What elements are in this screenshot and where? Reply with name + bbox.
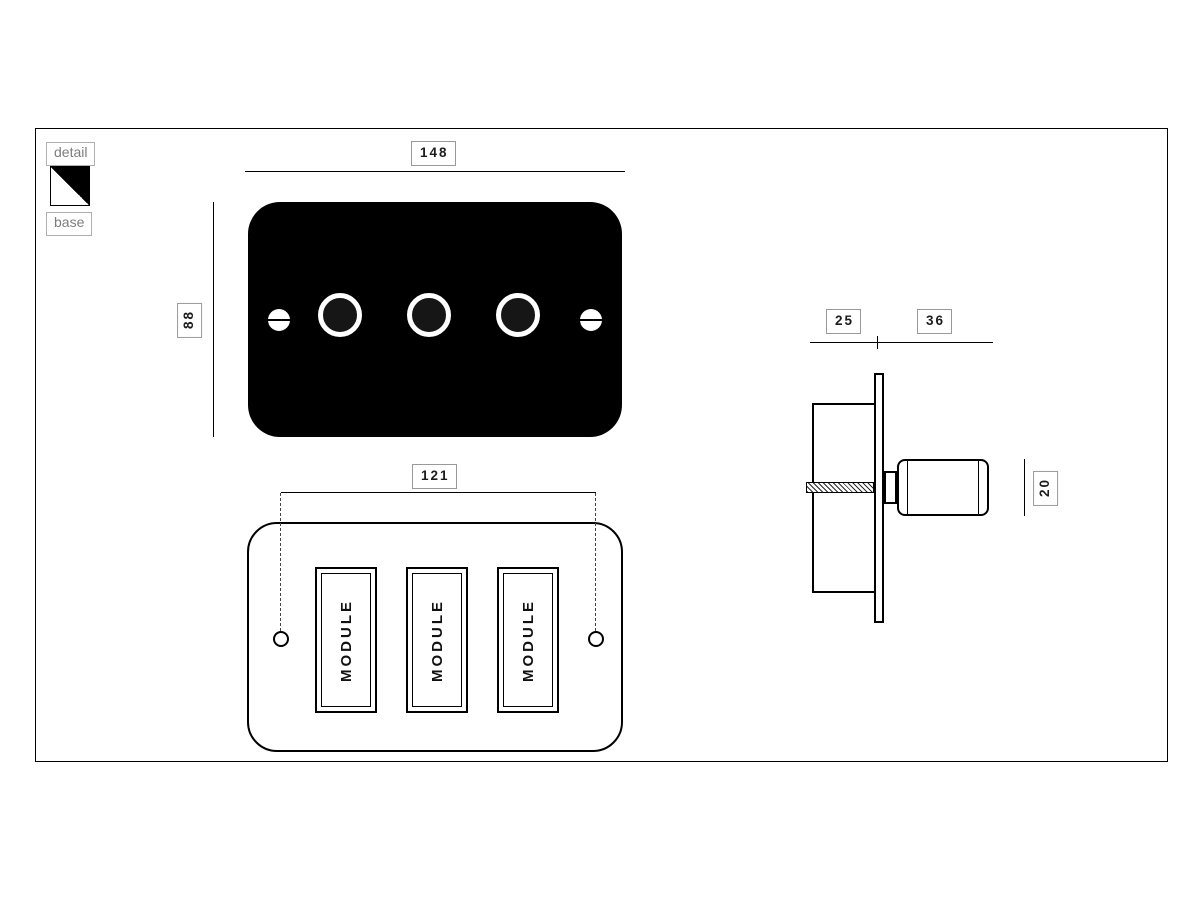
module-3-inner: MODULE	[503, 573, 553, 707]
base-label: base	[46, 212, 93, 236]
side-knob	[897, 459, 989, 516]
dim-spacing-121: 121	[412, 464, 457, 489]
dim-line-height	[213, 202, 214, 437]
side-plate	[874, 373, 884, 623]
dim-knob-diameter-20: 20	[1033, 470, 1058, 506]
module-3-label: MODULE	[519, 598, 537, 682]
side-mounting-box	[812, 403, 876, 593]
module-2-label: MODULE	[428, 598, 446, 682]
module-2-inner: MODULE	[412, 573, 462, 707]
screw-slot-left-icon	[268, 309, 290, 331]
dim-tick-plate	[877, 336, 878, 349]
dim-line-spacing	[281, 492, 596, 493]
screw-slot-right-icon	[580, 309, 602, 331]
dim-line-knob-diameter	[1024, 459, 1025, 516]
module-1: MODULE	[315, 567, 377, 713]
module-2: MODULE	[406, 567, 468, 713]
dimmer-knob-1	[318, 293, 362, 337]
detail-label: detail	[46, 142, 96, 166]
module-1-label: MODULE	[337, 598, 355, 682]
finish-swatch-icon	[50, 166, 90, 206]
dim-knob-depth-36: 36	[917, 309, 953, 334]
dim-box-depth-25: 25	[826, 309, 862, 334]
fixing-hole-right	[588, 631, 604, 647]
side-threaded-shaft	[806, 482, 874, 493]
dim-width-148: 148	[411, 141, 456, 166]
module-3: MODULE	[497, 567, 559, 713]
leader-dash-left	[280, 493, 281, 631]
side-bushing	[884, 471, 897, 504]
module-1-inner: MODULE	[321, 573, 371, 707]
dimmer-knob-3	[496, 293, 540, 337]
leader-dash-right	[595, 493, 596, 631]
dim-line-width	[245, 171, 625, 172]
dimmer-knob-2	[407, 293, 451, 337]
dim-height-88: 88	[177, 302, 202, 338]
dim-line-depth	[810, 342, 993, 343]
fixing-hole-left	[273, 631, 289, 647]
